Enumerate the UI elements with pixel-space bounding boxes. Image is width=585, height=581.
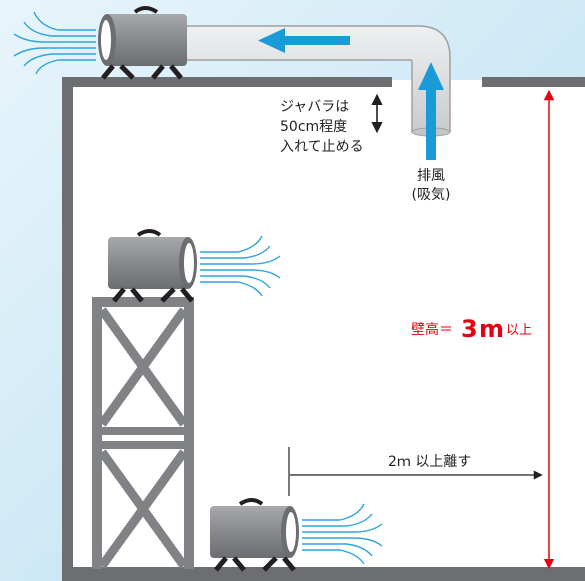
blower-bottom <box>210 498 299 572</box>
wall-height-value: 3 <box>461 315 478 343</box>
blower-middle <box>108 229 197 303</box>
wall-height-label: 壁高＝ 3 m 以上 <box>411 315 532 343</box>
distance-label: 2ｍ 以上離す <box>388 453 471 470</box>
airflow-bottom <box>302 503 383 565</box>
duct-flow-arrow-vertical <box>418 62 444 160</box>
scaffold-tower <box>92 297 194 569</box>
wall-height-prefix: 壁高＝ <box>411 321 453 338</box>
exhaust-label: 排風 <box>417 168 445 184</box>
blower-fan-icon <box>210 498 299 572</box>
ceiling-right <box>482 77 585 87</box>
bellows-note-line3: 入れて止める <box>280 139 364 155</box>
ceiling-left <box>62 77 392 87</box>
exhaust-sub-label: (吸気) <box>412 187 451 203</box>
airflow-top <box>13 11 96 75</box>
wall-height-unit: m <box>479 315 504 343</box>
floor <box>62 567 585 581</box>
blower-top <box>98 6 187 80</box>
duct-flow-arrow-horizontal <box>258 28 350 53</box>
bellows-note-line1: ジャバラは <box>280 99 349 115</box>
airflow-middle <box>200 235 281 297</box>
blower-fan-icon <box>108 229 197 303</box>
wall-left <box>62 77 73 581</box>
bellows-note-line2: 50cm程度 <box>280 119 347 135</box>
blower-fan-icon <box>98 6 187 80</box>
room-walls <box>62 77 585 581</box>
wall-height-suffix: 以上 <box>506 323 532 338</box>
